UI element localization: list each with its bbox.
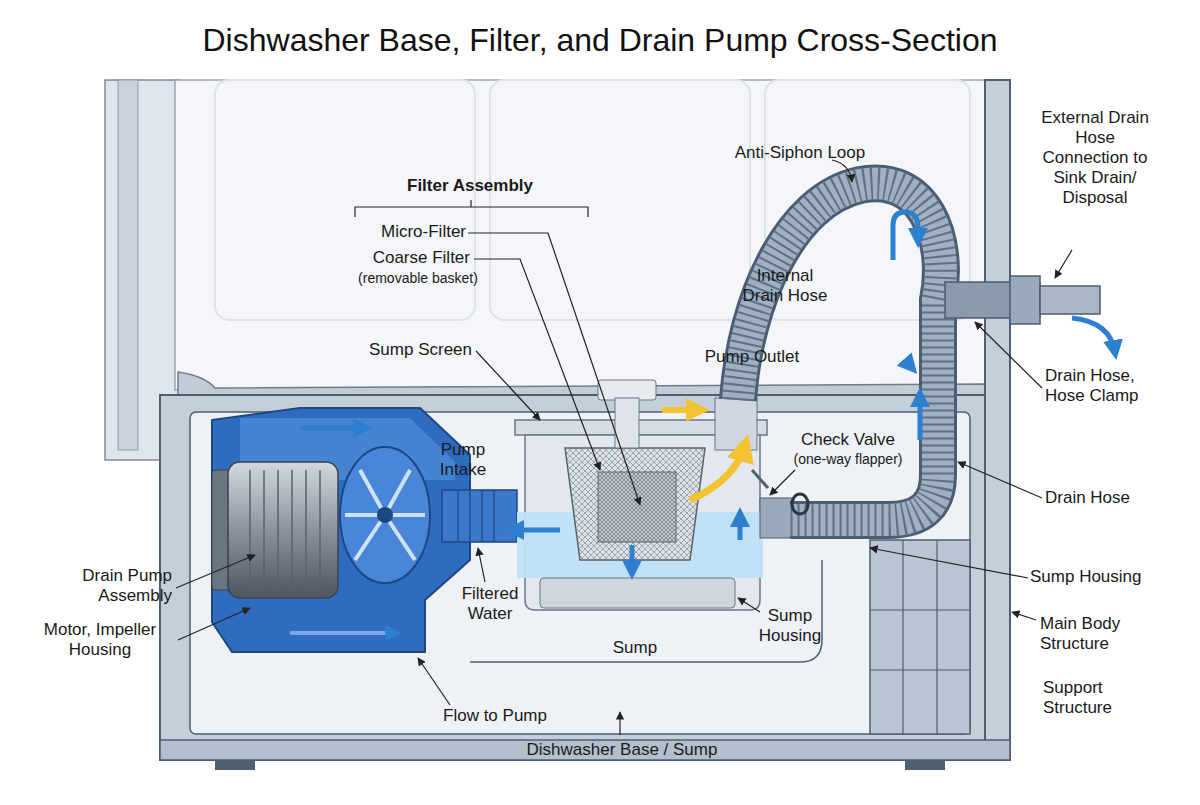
part-label: Dishwasher Base / Sump xyxy=(492,740,752,760)
flow-arrow xyxy=(300,426,365,431)
flow-arrow xyxy=(893,212,918,260)
motor xyxy=(228,462,338,598)
pump-housing xyxy=(212,408,470,652)
flow-arrow xyxy=(905,360,912,368)
part-label: Sump Housing xyxy=(1030,567,1170,587)
leader-line xyxy=(476,351,540,420)
leader-line xyxy=(832,160,852,182)
leader-line xyxy=(1012,612,1036,620)
diagram-title: Dishwasher Base, Filter, and Drain Pump … xyxy=(0,22,1200,59)
leader-line xyxy=(176,555,255,588)
part-label: Drain Pump Assembly xyxy=(52,566,172,606)
part-label: Pump Intake xyxy=(428,440,498,480)
impeller-hub xyxy=(377,507,393,523)
part-label: Filtered Water xyxy=(450,584,530,624)
impeller-blades xyxy=(345,470,425,560)
motor-fins xyxy=(250,470,320,590)
base-floor xyxy=(160,740,1010,760)
filter-cap xyxy=(598,380,656,400)
micro-filter xyxy=(598,472,676,542)
flow-label: Flow to Pump xyxy=(415,706,575,726)
leader-line xyxy=(478,548,485,582)
part-label: Internal Drain Hose xyxy=(737,266,833,306)
base-outer xyxy=(160,395,1010,760)
pump-intake-pipe xyxy=(442,490,517,542)
leader-line xyxy=(619,712,620,735)
base-cavity xyxy=(190,412,970,734)
impeller-housing xyxy=(340,447,430,583)
part-label: Drain Hose xyxy=(1045,488,1165,508)
part-label: Support Structure xyxy=(1043,678,1143,718)
pump-outlet xyxy=(715,398,757,450)
part-label: Drain Hose, Hose Clamp xyxy=(1045,366,1145,406)
external-hose xyxy=(1040,286,1100,314)
part-label: Sump Housing xyxy=(750,606,830,646)
part-label: Coarse Filter xyxy=(310,248,470,268)
leader-line xyxy=(870,548,1028,578)
sump-bottom xyxy=(540,578,735,608)
fitting-ring xyxy=(1010,276,1040,324)
leader-lines xyxy=(176,160,1072,735)
leader-line xyxy=(1055,250,1072,278)
part-label: Check Valve xyxy=(778,430,918,450)
flow-arrow xyxy=(630,545,635,572)
leader-line xyxy=(738,598,760,612)
part-note: (one-way flapper) xyxy=(778,451,918,468)
leader-line xyxy=(418,658,450,705)
intake-ribs xyxy=(458,490,494,542)
hose-fitting xyxy=(760,498,794,538)
support-ribs xyxy=(870,540,970,734)
foot xyxy=(215,760,255,770)
filter-bracket xyxy=(355,200,588,217)
leader-line xyxy=(975,322,1042,388)
leader-line xyxy=(178,608,250,640)
flow-arrow xyxy=(738,515,743,540)
leader-line xyxy=(474,259,600,470)
leader-line xyxy=(468,233,640,505)
support-block xyxy=(870,540,970,734)
part-label: External Drain Hose Connection to Sink D… xyxy=(1030,108,1160,208)
flow-arrow xyxy=(918,395,923,440)
part-label: Anti-Siphon Loop xyxy=(710,143,890,163)
tub-interior xyxy=(175,80,987,390)
flow-arrow xyxy=(662,407,700,413)
part-label: Sump xyxy=(595,638,675,658)
sump-filter xyxy=(512,380,794,610)
leader-line xyxy=(770,470,795,495)
part-label: Micro-Filter xyxy=(306,222,466,242)
right-wall xyxy=(985,80,1010,760)
part-label: Sump Screen xyxy=(332,340,472,360)
part-label: Pump Outlet xyxy=(682,347,822,367)
part-label: Main Body Structure xyxy=(1040,614,1140,654)
flow-arrow xyxy=(690,445,745,500)
part-label: Motor, Impeller Housing xyxy=(25,620,175,660)
hose-clamp xyxy=(792,494,808,514)
left-trim xyxy=(118,80,138,450)
flow-arrow xyxy=(1072,318,1115,352)
flow-arrow xyxy=(512,528,560,533)
coarse-filter xyxy=(565,448,705,560)
check-valve-flapper xyxy=(752,470,768,488)
flow-arrow xyxy=(290,631,395,635)
group-heading: Filter Assembly xyxy=(370,176,570,196)
foot xyxy=(905,760,945,770)
base-frame xyxy=(160,80,1010,770)
leader-line xyxy=(958,462,1042,498)
part-note: (removable basket) xyxy=(318,270,518,287)
